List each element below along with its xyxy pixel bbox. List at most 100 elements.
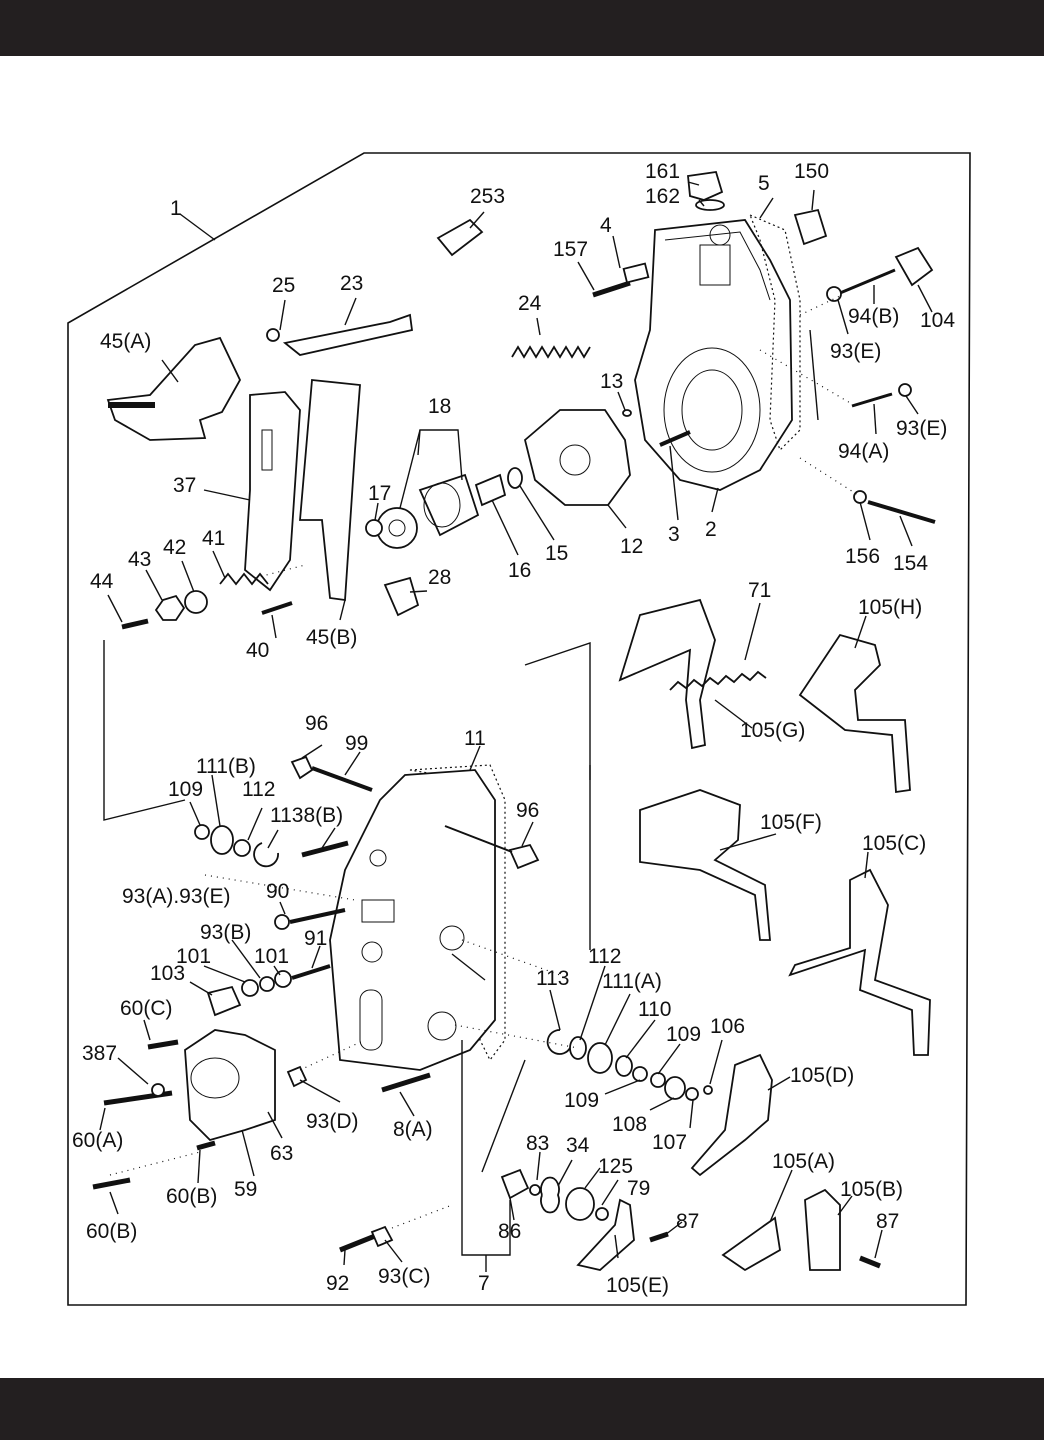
washer-109-right-a [632, 1066, 648, 1082]
label-156: 156 [845, 545, 880, 568]
label-43: 43 [128, 548, 151, 571]
nut-93c [370, 1225, 394, 1248]
label-42: 42 [163, 536, 186, 559]
top-black-bar [0, 0, 1044, 56]
housing-63 [184, 1029, 276, 1142]
label-96-right: 96 [516, 799, 539, 822]
bolt-60b-upper [196, 1140, 216, 1151]
label-63: 63 [270, 1142, 293, 1165]
spring-24 [511, 345, 591, 359]
label-387: 387 [82, 1042, 117, 1065]
label-96-upper: 96 [305, 712, 328, 735]
flyweight-holder [523, 409, 631, 506]
label-15: 15 [545, 542, 568, 565]
label-105h: 105(H) [858, 596, 922, 619]
label-157: 157 [553, 238, 588, 261]
bolt-60c [147, 1039, 179, 1050]
label-154: 154 [893, 552, 928, 575]
cap-125 [565, 1187, 595, 1221]
sleeve-111b [210, 825, 234, 855]
label-93b: 93(B) [200, 921, 251, 944]
washer-109-left [194, 824, 210, 840]
label-105d: 105(D) [790, 1064, 854, 1087]
washer-107 [685, 1087, 699, 1101]
lever-105e [576, 1198, 635, 1271]
label-2: 2 [705, 518, 717, 541]
label-59: 59 [234, 1178, 257, 1201]
clip-113-right [546, 1029, 571, 1055]
governor-cover [329, 769, 496, 1071]
ball-106 [703, 1085, 713, 1095]
sleeve-18 [418, 473, 480, 537]
label-107: 107 [652, 1131, 687, 1154]
label-105c: 105(C) [862, 832, 926, 855]
screw-91 [291, 964, 331, 980]
washer-156 [853, 490, 867, 504]
label-44: 44 [90, 570, 114, 593]
label-87-right: 87 [876, 1210, 899, 1233]
label-60c: 60(C) [120, 997, 173, 1020]
governor-housing [634, 219, 793, 491]
label-108: 108 [612, 1113, 647, 1136]
bolt-96-right [508, 843, 540, 870]
label-90: 90 [266, 880, 289, 903]
label-41: 41 [202, 527, 225, 550]
label-105b: 105(B) [840, 1178, 903, 1201]
label-111b: 111(B) [196, 755, 256, 778]
label-34: 34 [566, 1134, 590, 1157]
bolt-60b-lower [92, 1177, 131, 1190]
bolt-96-upper [290, 755, 314, 780]
label-45a: 45(A) [100, 330, 151, 353]
label-93e-upper: 93(E) [830, 340, 881, 363]
label-83: 83 [526, 1132, 549, 1155]
fitting-86 [500, 1168, 530, 1200]
leader-lines-lower [99, 564, 883, 1272]
lever-105d [690, 1053, 773, 1177]
bolt-157 [592, 280, 631, 298]
bolt-87-right [859, 1255, 881, 1269]
label-109-left: 109 [168, 778, 203, 801]
label-91: 91 [304, 927, 327, 950]
label-25: 25 [272, 274, 295, 297]
label-112-right: 112 [588, 945, 621, 968]
label-7: 7 [478, 1272, 490, 1295]
nut-43 [154, 594, 186, 621]
clip-15 [507, 467, 523, 489]
governor-housing-group [106, 170, 936, 630]
label-93d: 93(D) [306, 1110, 359, 1133]
washer-387 [151, 1083, 165, 1097]
bolt-154 [867, 500, 936, 524]
label-79: 79 [627, 1177, 650, 1200]
label-8a: 8(A) [393, 1118, 433, 1141]
label-125: 125 [598, 1155, 633, 1178]
assembly-frame [67, 152, 971, 1306]
label-45b: 45(B) [306, 626, 357, 649]
plunger-108 [664, 1076, 686, 1100]
washer-101a [241, 979, 259, 997]
gasket [748, 213, 801, 452]
washer-42 [184, 590, 208, 614]
washer-83 [529, 1184, 541, 1196]
cap-104 [894, 246, 934, 287]
lever-105g [618, 598, 716, 750]
clip-113-left [253, 842, 279, 868]
bolt-8a [381, 1072, 431, 1093]
nut-93e-lower [898, 383, 912, 397]
screw-1138b [301, 840, 349, 858]
nut-25 [266, 328, 280, 342]
cap-nut-103 [206, 985, 242, 1017]
label-105a: 105(A) [772, 1150, 835, 1173]
label-87-left: 87 [676, 1210, 699, 1233]
governor-cover-group [92, 755, 713, 1253]
label-24: 24 [518, 292, 542, 315]
label-104: 104 [920, 309, 955, 332]
screw-90 [289, 908, 346, 924]
part-253 [436, 218, 484, 257]
label-111a: 111(A) [602, 970, 662, 993]
label-112-left: 112 [242, 778, 275, 801]
label-101a: 101 [176, 945, 211, 968]
bottom-black-bar [0, 1378, 1044, 1440]
lever-105h [798, 633, 911, 794]
label-103: 103 [150, 962, 185, 985]
